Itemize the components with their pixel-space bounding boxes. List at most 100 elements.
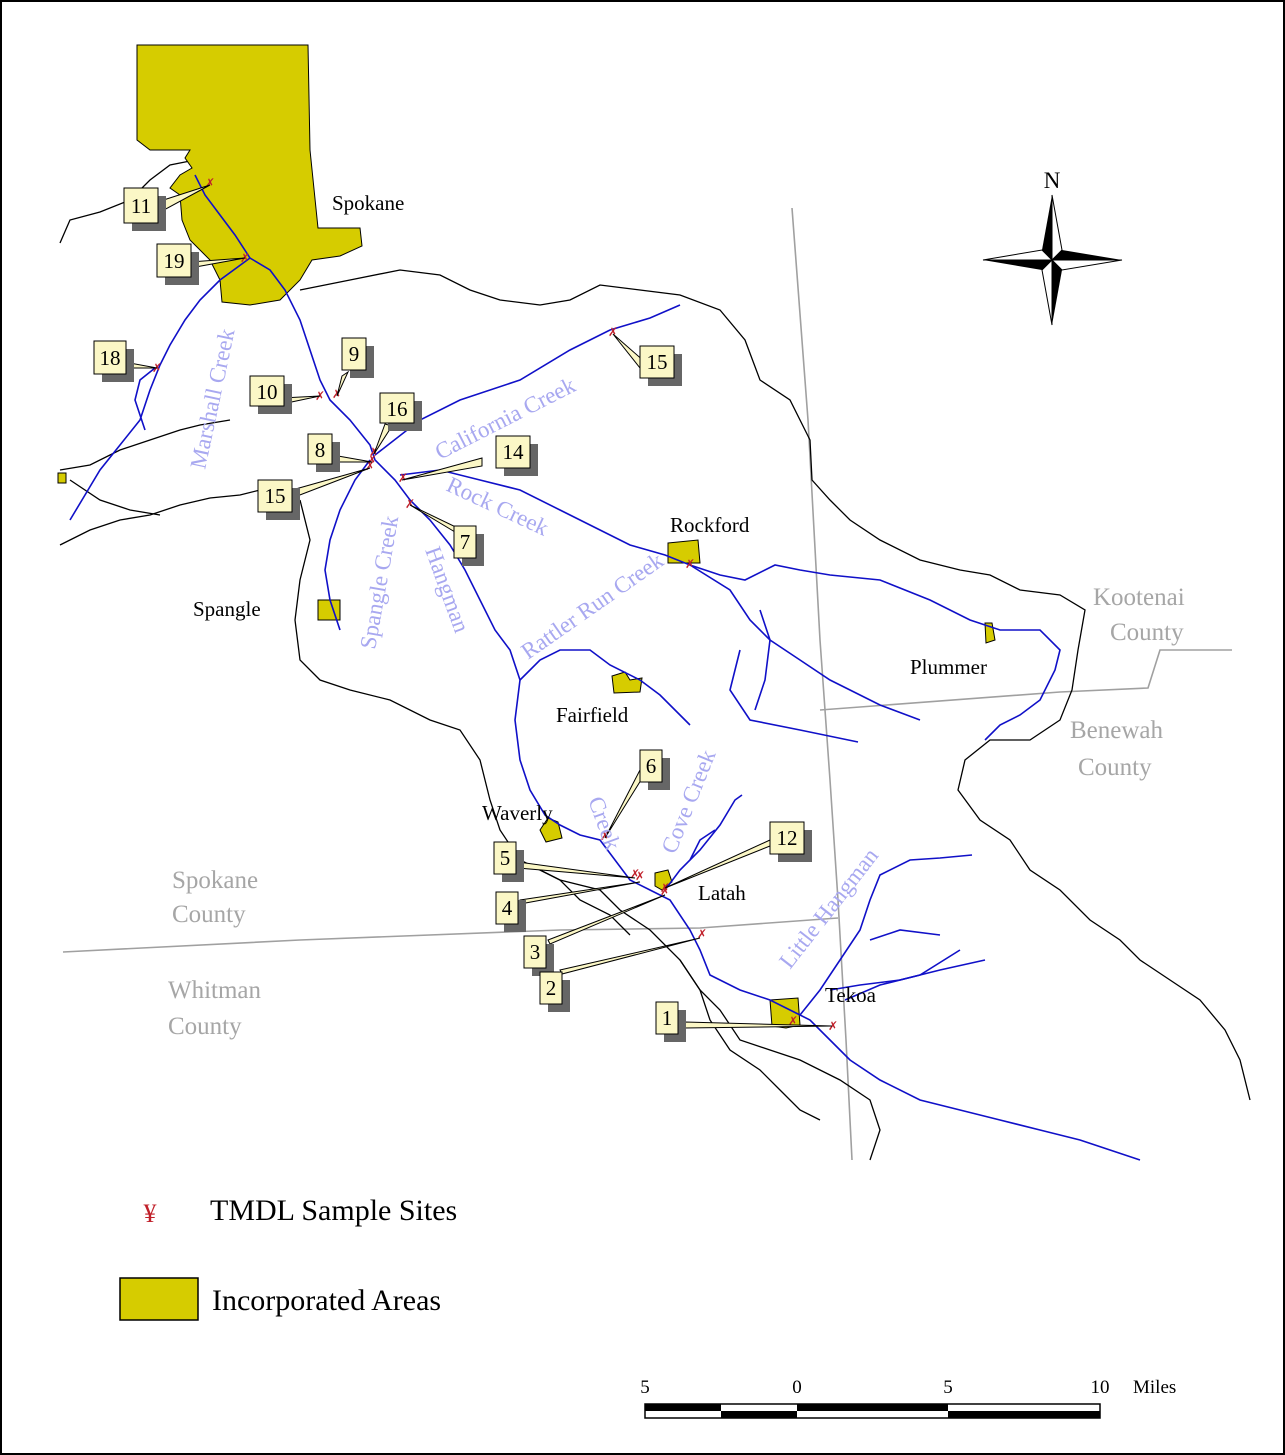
svg-text:9: 9 <box>349 342 360 366</box>
legend-sample-site-symbol: ¥ <box>144 1199 157 1228</box>
scale-tick-10: 10 <box>1091 1377 1110 1398</box>
compass-w-light <box>982 249 1054 261</box>
town-tekoa: Tekoa <box>825 983 877 1007</box>
svg-text:4: 4 <box>502 896 513 920</box>
marshall-creek <box>69 257 251 521</box>
site-label-7: 7 <box>453 525 484 566</box>
compass-n-dark <box>1042 195 1052 260</box>
rock-creek <box>399 469 1061 741</box>
site-label-18: 18 <box>93 340 134 382</box>
rattler-run-creek <box>519 649 691 726</box>
county-whitman: Whitman <box>168 977 262 1004</box>
scale-units: Miles <box>1133 1377 1176 1398</box>
site-marker-11: ✗ <box>205 176 215 190</box>
county-kootenai: Kootenai <box>1093 584 1185 611</box>
site-label-14: 14 <box>495 435 538 476</box>
site-label-3: 3 <box>523 935 554 976</box>
cove-creek <box>664 794 743 891</box>
site-label-19: 19 <box>156 243 199 285</box>
county-spokane-2: County <box>172 901 246 928</box>
town-fairfield: Fairfield <box>556 703 629 727</box>
svg-text:19: 19 <box>164 249 185 273</box>
compass-e-dark <box>1052 250 1122 260</box>
legend-incorporated-swatch <box>119 1277 199 1321</box>
site-marker-5: ✗ <box>630 867 640 881</box>
svg-text:5: 5 <box>500 846 511 870</box>
site-label-1: 1 <box>655 1001 686 1042</box>
svg-text:6: 6 <box>646 754 657 778</box>
site-marker-4: ✗ <box>635 869 645 883</box>
site-label-10: 10 <box>249 375 292 414</box>
svg-text:10: 10 <box>257 380 278 404</box>
town-waverly: Waverly <box>482 801 553 825</box>
site-label-11: 11 <box>123 187 166 231</box>
svg-text:12: 12 <box>777 826 798 850</box>
edge-area <box>57 472 67 484</box>
county-kootenai-2: County <box>1110 619 1184 646</box>
hangman-creek-main <box>194 174 1141 1161</box>
county-boundaries <box>62 207 1232 1161</box>
legend-sample-sites-label: TMDL Sample Sites <box>210 1194 457 1227</box>
site-marker-7: ✗ <box>405 497 415 511</box>
svg-text:8: 8 <box>315 438 326 462</box>
svg-text:7: 7 <box>460 530 471 554</box>
waverly-area <box>539 817 563 843</box>
site-marker-6: ✗ <box>600 829 610 843</box>
svg-text:1: 1 <box>662 1006 673 1030</box>
town-plummer: Plummer <box>910 655 987 679</box>
north-label: N <box>1044 168 1061 193</box>
town-rockford: Rockford <box>670 513 750 537</box>
site-labels: 11 19 18 10 9 16 8 15 14 7 15 6 5 4 3 2 … <box>93 187 812 1042</box>
county-labels: Kootenai County Benewah County Spokane C… <box>168 584 1185 1040</box>
scale-tick-0: 0 <box>792 1377 802 1398</box>
little-hangman <box>799 854 973 1016</box>
town-labels: Spokane Rockford Spangle Plummer Fairfie… <box>193 191 987 1007</box>
spangle-creek <box>324 459 371 631</box>
site-marker-tekoa: ✗ <box>788 1014 798 1028</box>
spangle-area <box>317 599 341 621</box>
svg-text:11: 11 <box>131 194 151 218</box>
town-latah: Latah <box>698 881 746 905</box>
site-leaders <box>123 184 833 1029</box>
svg-text:14: 14 <box>503 440 525 464</box>
site-marker-1: ✗ <box>828 1019 838 1033</box>
scale-bar: 5 0 5 10 Miles <box>640 1377 1176 1419</box>
site-marker-rockford: ✗ <box>685 557 695 571</box>
scale-tick-5-right: 5 <box>943 1377 953 1398</box>
svg-text:15: 15 <box>265 484 286 508</box>
site-label-15: 15 <box>639 345 682 386</box>
site-marker-15: ✗ <box>608 325 618 339</box>
town-spokane: Spokane <box>332 191 404 215</box>
site-label-6: 6 <box>639 749 670 790</box>
compass-s-dark <box>1052 260 1062 325</box>
site-label-8: 8 <box>307 433 340 472</box>
site-marker-8: ✗ <box>367 453 377 467</box>
county-benewah-2: County <box>1078 754 1152 781</box>
county-spokane: Spokane <box>172 867 258 894</box>
site-label-12: 12 <box>769 821 812 862</box>
svg-text:3: 3 <box>530 940 541 964</box>
california-creek <box>374 304 681 456</box>
town-spangle: Spangle <box>193 597 261 621</box>
county-benewah: Benewah <box>1070 717 1164 744</box>
site-marker-3: ✗ <box>660 884 670 898</box>
site-marker-17: ✗ <box>365 459 375 473</box>
site-label-4: 4 <box>495 891 526 932</box>
site-label-2: 2 <box>539 971 570 1012</box>
site-label-16: 16 <box>379 392 422 431</box>
site-label-17: 15 <box>257 479 300 520</box>
scale-tick-5-left: 5 <box>640 1377 650 1398</box>
site-marker-2: ✗ <box>697 927 707 941</box>
svg-text:16: 16 <box>387 397 408 421</box>
streams <box>69 174 1141 1161</box>
site-marker-16: ✗ <box>369 445 379 459</box>
svg-text:18: 18 <box>100 346 121 370</box>
site-label-5: 5 <box>493 841 524 882</box>
svg-text:15: 15 <box>647 350 668 374</box>
compass-w-dark <box>983 260 1052 270</box>
compass-e-light <box>1050 259 1123 271</box>
svg-text:2: 2 <box>546 976 557 1000</box>
north-arrow: N <box>982 168 1123 326</box>
legend-incorporated-label: Incorporated Areas <box>212 1284 441 1317</box>
